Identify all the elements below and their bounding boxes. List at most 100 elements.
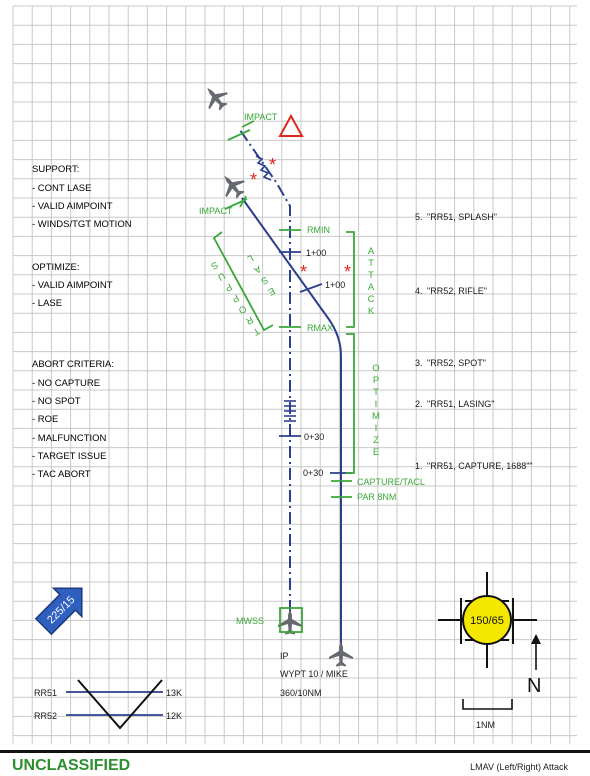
attack-letter: A: [368, 282, 375, 293]
radio-call-text: "RR51, SPLASH": [427, 212, 497, 222]
footer-divider: [0, 750, 590, 753]
attack-letter: T: [368, 270, 374, 281]
chaff-ticks: [284, 400, 296, 422]
optimize-letter: E: [373, 447, 379, 458]
wind-arrow-icon: 225/15: [34, 587, 83, 636]
timing-label: 0+30: [303, 468, 323, 478]
support-title: SUPPORT:: [32, 164, 79, 175]
attack-letter: C: [368, 294, 375, 305]
capture-tacl-label: CAPTURE/TACL: [357, 477, 425, 487]
attack-vertical-label: A T T A C K: [368, 246, 375, 317]
waypoint-label: WYPT 10 / MIKE: [280, 669, 348, 679]
rmin-label: RMIN: [307, 225, 330, 235]
abort-item: - NO SPOT: [32, 396, 81, 407]
support-letter: T: [251, 325, 262, 338]
timing-label: 1+00: [325, 280, 345, 290]
north-label: N: [527, 675, 541, 697]
optimize-vertical-label: O P T I M I Z E: [372, 363, 380, 458]
stack-altitude: 13K: [166, 688, 182, 698]
ip-label: IP: [280, 651, 289, 661]
support-item: - CONT LASE: [32, 183, 91, 194]
optimize-item: - VALID AIMPOINT: [32, 280, 113, 291]
optimize-letter: I: [375, 399, 378, 410]
support-item: - WINDS/TGT MOTION: [32, 219, 132, 230]
abort-title: ABORT CRITERIA:: [32, 359, 114, 370]
target-triangle-icon: [278, 113, 304, 137]
radio-call-text: "RR51, LASING": [427, 399, 494, 409]
mwss-box: [279, 607, 303, 633]
lase-diagonal-label: L A S E: [245, 252, 277, 297]
support-letter: P: [223, 281, 234, 294]
optimize-letter: I: [375, 423, 378, 434]
mwss-label: MWSS: [236, 616, 264, 626]
attack-letter: K: [368, 306, 375, 317]
radio-call-step: 2.: [415, 399, 423, 409]
support-diagonal-label: S U P P O R T: [209, 259, 262, 338]
lase-letter: E: [266, 285, 277, 298]
diagram-title: LMAV (Left/Right) Attack: [470, 762, 568, 772]
optimize-title: OPTIMIZE:: [32, 262, 80, 273]
par-label: PAR 8NM: [357, 492, 396, 502]
radio-call-text: "RR52, RIFLE": [427, 286, 487, 296]
support-letter: S: [209, 259, 220, 272]
stack-callsign: RR52: [34, 711, 57, 721]
support-letter: U: [215, 270, 227, 283]
support-notes: SUPPORT: - CONT LASE - VALID AIMPOINT - …: [32, 164, 132, 230]
grid-background: [12, 5, 577, 744]
release-asterisk-icon: *: [344, 262, 351, 282]
support-letter: O: [236, 303, 248, 316]
optimize-letter: M: [372, 411, 380, 422]
bearing-range-label: 360/10NM: [280, 688, 322, 698]
north-arrow-icon: N: [527, 634, 541, 697]
stack-altitude: 12K: [166, 711, 182, 721]
rmax-label: RMAX: [307, 323, 333, 333]
radio-call-step: 1.: [415, 461, 423, 471]
impact-label-top: IMPACT: [244, 112, 278, 122]
target-circle: [462, 595, 512, 645]
lase-letter: A: [251, 263, 263, 276]
optimize-notes: OPTIMIZE: - VALID AIMPOINT - LASE: [32, 262, 113, 309]
rr51-egress-zigzag: [255, 155, 272, 181]
abort-item: - NO CAPTURE: [32, 378, 100, 389]
classification-marking: UNCLASSIFIED: [12, 757, 131, 774]
radio-call-step: 3.: [415, 358, 423, 368]
abort-item: - MALFUNCTION: [32, 433, 107, 444]
support-item: - VALID AIMPOINT: [32, 201, 113, 212]
abort-item: - TARGET ISSUE: [32, 451, 106, 462]
stack-callsign: RR51: [34, 688, 57, 698]
rr52-flight-path: [241, 197, 342, 648]
abort-item: - ROE: [32, 414, 58, 425]
scale-label: 1NM: [476, 720, 495, 730]
attack-letter: A: [368, 246, 375, 257]
release-asterisk-icon: *: [300, 262, 307, 282]
altitude-stack: RR51 13K RR52 12K: [34, 679, 182, 730]
abort-item: - TAC ABORT: [32, 469, 91, 480]
scale-bar: [462, 699, 513, 710]
timing-label: 1+00: [306, 248, 326, 258]
optimize-letter: P: [373, 375, 379, 386]
optimize-letter: Z: [373, 435, 379, 446]
target-circle-label: 150/65: [470, 615, 504, 627]
impact-label-left: IMPACT: [199, 206, 233, 216]
timing-label: 0+30: [304, 432, 324, 442]
range-markers: [212, 120, 355, 498]
radio-call-step: 5.: [415, 212, 423, 222]
optimize-item: - LASE: [32, 298, 62, 309]
abort-criteria-notes: ABORT CRITERIA: - NO CAPTURE - NO SPOT -…: [32, 359, 114, 480]
optimize-letter: O: [372, 363, 379, 374]
aircraft-icon: [329, 641, 353, 667]
optimize-letter: T: [373, 387, 379, 398]
attack-letter: T: [368, 258, 374, 269]
release-asterisk-icon: *: [250, 170, 257, 190]
aircraft-icon: [198, 80, 233, 116]
lase-letter: S: [259, 274, 270, 287]
weapon-release-markers: * * * *: [250, 155, 351, 282]
radio-call-text: "RR52, SPOT": [427, 358, 486, 368]
radio-calls: 5. "RR51, SPLASH" 4. "RR52, RIFLE" 3. "R…: [415, 212, 533, 471]
radio-call-step: 4.: [415, 286, 423, 296]
radio-call-text: "RR51, CAPTURE, 1688"": [427, 461, 533, 471]
support-letter: P: [230, 292, 241, 305]
rr51-flight-path: [239, 129, 291, 612]
release-asterisk-icon: *: [269, 155, 276, 175]
